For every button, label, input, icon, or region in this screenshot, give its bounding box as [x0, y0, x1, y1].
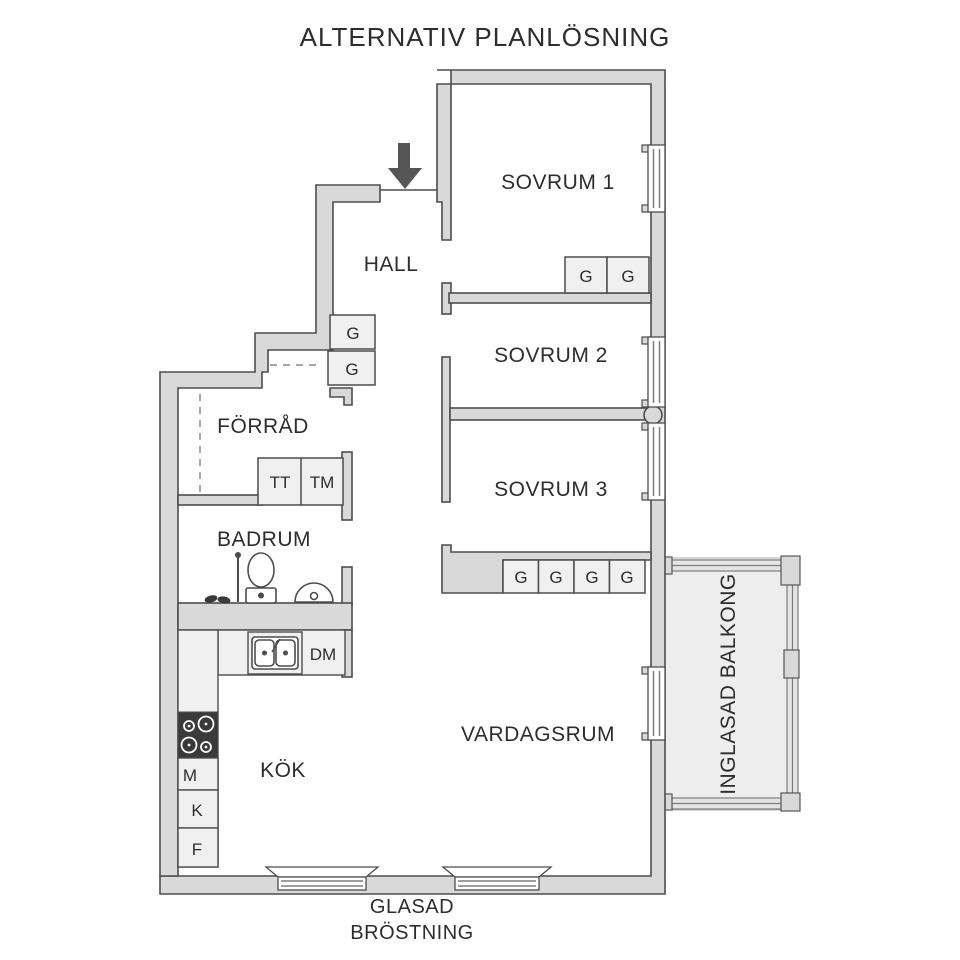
stove-burner — [180, 736, 198, 754]
stove-burner-dot — [204, 722, 208, 726]
walls — [159, 69, 666, 895]
wardrobe-sovrum1-2 — [606, 256, 650, 294]
exterior-wall-left — [159, 184, 381, 877]
room-label-sovrum2: SOVRUM 2 — [494, 344, 608, 367]
glasad-brostning-line2: BRÖSTNING — [350, 922, 473, 944]
sink-faucet-line — [271, 638, 281, 653]
wall-badrum-kok — [177, 602, 353, 631]
wall-badrum-right-lower — [341, 566, 353, 606]
wall-sovrum3-vardagsrum — [441, 544, 652, 594]
wall-forrad-badrum-divider — [177, 494, 263, 506]
balcony: INGLASAD BALKONG — [662, 555, 801, 812]
windows-right-wall — [641, 144, 666, 741]
window-vardagsrum — [454, 876, 540, 891]
room-label-vardagsrum: VARDAGSRUM — [461, 723, 615, 746]
glasad-brostning-line1: GLASAD — [370, 896, 454, 918]
stove-burner — [183, 720, 195, 732]
stove-burner-dot — [204, 745, 208, 749]
freezer-label: F — [192, 840, 202, 859]
balcony-mid-post — [783, 649, 800, 679]
room-label-sovrum1: SOVRUM 1 — [501, 171, 615, 194]
wardrobe-hall-1 — [329, 314, 376, 350]
wardrobe-label: G — [346, 324, 359, 343]
wall-stub-hall-wardrobe — [329, 387, 353, 406]
wardrobe-label: G — [621, 267, 634, 286]
room-label-hall: HALL — [364, 253, 419, 276]
dishwasher-label: DM — [310, 645, 336, 664]
washer-label: TM — [310, 473, 335, 492]
wardrobe-label: G — [579, 267, 592, 286]
balcony-corner-post-bottom — [780, 792, 801, 812]
window-sovrum1 — [647, 144, 666, 213]
micro-cabinet — [177, 757, 219, 791]
balcony-floor — [664, 557, 789, 811]
fridge-label: K — [191, 801, 203, 820]
laundry-unit: TT TM — [257, 457, 344, 506]
wardrobe-label: G — [620, 568, 633, 587]
wardrobe-sovrum1-1 — [564, 256, 608, 294]
bathroom-fixtures — [204, 552, 334, 604]
wall-sovrum1-left — [436, 83, 452, 241]
wall-partition-sovrum2-3 — [449, 407, 652, 421]
room-labels: SOVRUM 1 SOVRUM 2 SOVRUM 3 HALL FÖRRÅD B… — [217, 171, 615, 782]
toilet-bowl-icon — [247, 552, 275, 588]
wardrobe-label: G — [514, 568, 527, 587]
room-label-sovrum3: SOVRUM 3 — [494, 478, 608, 501]
bottom-annotation: GLASAD BRÖSTNING — [350, 896, 473, 944]
window-kok — [277, 876, 367, 891]
toilet-flush-icon — [258, 592, 264, 599]
stove-burner-dot — [187, 743, 191, 747]
sink-faucet-icon — [309, 591, 319, 601]
balcony-corner-post-top — [780, 555, 801, 586]
wardrobe-vardagsrum-2 — [537, 559, 575, 594]
wall-partition-sovrum1-2 — [448, 292, 652, 304]
slipper-icon — [217, 596, 231, 604]
stove-burner — [200, 741, 212, 753]
wall-window-mullion-bump — [643, 405, 663, 425]
wardrobes: G G G G G G G G — [327, 256, 650, 594]
kitchen: DM M K F — [177, 629, 346, 868]
window-kok-sill — [264, 866, 380, 878]
wardrobe-vardagsrum-1 — [502, 559, 540, 594]
page-title: ALTERNATIV PLANLÖSNING — [300, 22, 671, 52]
wardrobe-vardagsrum-4 — [608, 559, 646, 594]
dryer-label: TT — [270, 473, 291, 492]
balcony-door-window — [647, 666, 666, 741]
wardrobe-label: G — [549, 568, 562, 587]
window-sovrum2 — [647, 336, 666, 408]
room-label-kok: KÖK — [260, 759, 306, 782]
room-label-forrad: FÖRRÅD — [217, 415, 309, 438]
wardrobe-label: G — [585, 568, 598, 587]
stove-burner — [197, 715, 215, 733]
room-label-badrum: BADRUM — [217, 528, 311, 551]
windows-bottom-wall — [264, 866, 553, 891]
wardrobe-hall-2 — [327, 350, 376, 386]
room-label-balkong: INGLASAD BALKONG — [717, 573, 740, 795]
window-vardagsrum-sill — [441, 866, 553, 878]
wardrobe-label: G — [345, 360, 358, 379]
sink-drain-icon — [283, 650, 288, 656]
micro-label: M — [183, 766, 197, 785]
slipper-icon — [204, 595, 218, 603]
entrance — [380, 143, 437, 191]
sink-drain-icon — [262, 650, 267, 656]
wall-corridor — [441, 356, 451, 503]
entrance-arrow-icon — [388, 143, 422, 189]
window-sovrum3 — [647, 422, 666, 501]
stove-burner-dot — [187, 724, 191, 728]
fridge-cabinet — [177, 789, 219, 829]
freezer-cabinet — [177, 827, 219, 868]
toilet-brush-top-icon — [235, 552, 241, 558]
